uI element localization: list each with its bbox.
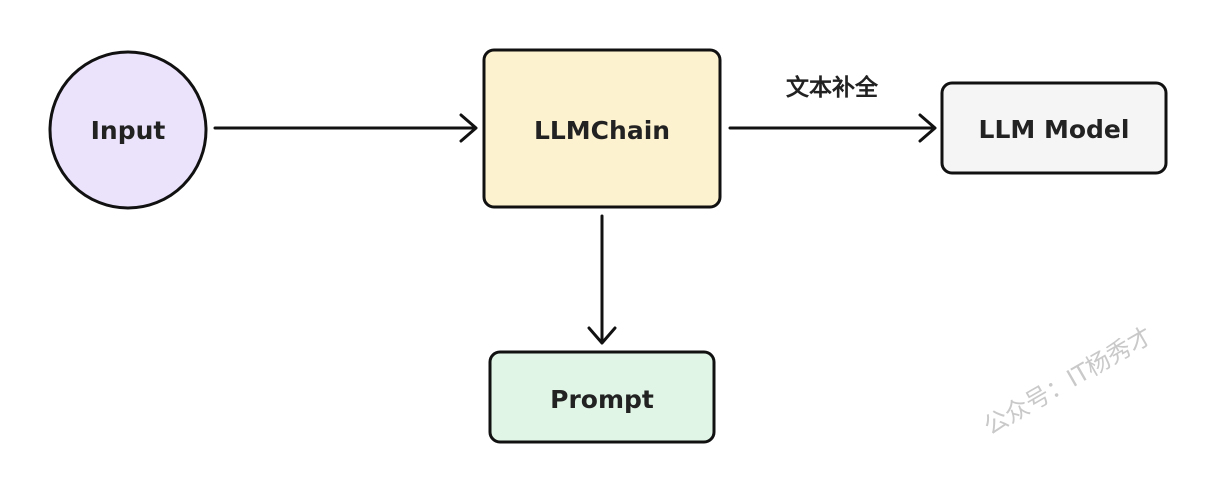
arrowhead-icon: [459, 113, 478, 143]
edge-llmchain-to-prompt: [587, 214, 617, 345]
arrowhead-icon: [587, 326, 617, 345]
node-llmchain: LLMChain: [482, 48, 722, 209]
watermark-text: 公众号：IT杨秀才: [979, 322, 1157, 441]
node-llmchain-label: LLMChain: [534, 116, 670, 145]
node-prompt-box: [488, 350, 716, 444]
edge-input-to-llmchain: [213, 113, 478, 143]
node-llmchain-box: [482, 48, 722, 209]
node-llm-model: LLM Model: [940, 81, 1168, 175]
node-llm-model-box: [940, 81, 1168, 175]
arrowhead-icon: [918, 113, 937, 143]
node-input: Input: [48, 50, 208, 210]
node-prompt-label: Prompt: [550, 385, 654, 414]
node-input-circle: [48, 50, 208, 210]
edge-llmchain-to-llm-model: 文本补全: [728, 74, 937, 143]
node-input-label: Input: [91, 116, 166, 145]
node-llm-model-label: LLM Model: [979, 115, 1130, 144]
node-prompt: Prompt: [488, 350, 716, 444]
edge-label-chain-to-model: 文本补全: [786, 74, 879, 101]
